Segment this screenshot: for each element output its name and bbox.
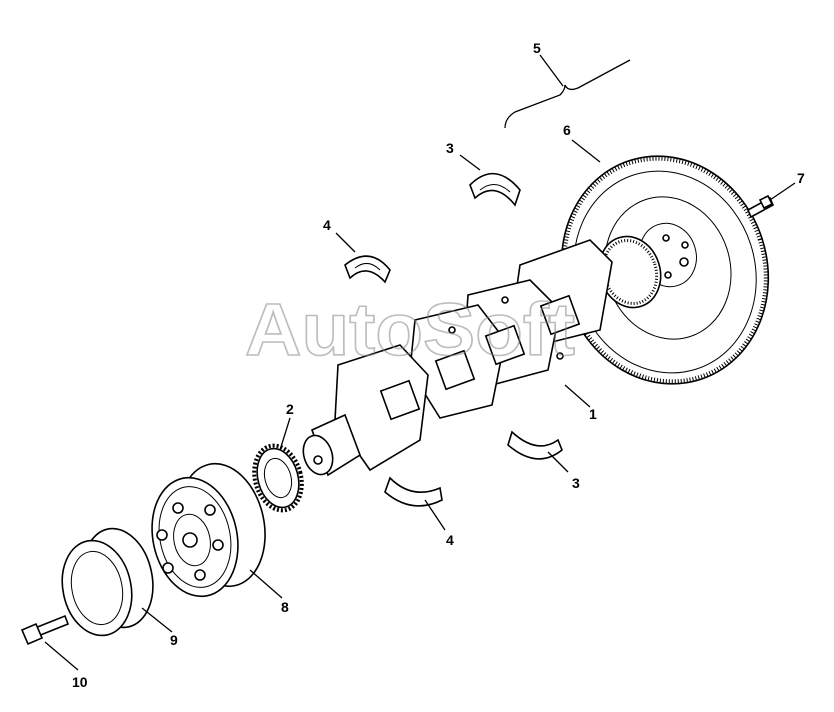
callout-2: 2 (286, 401, 294, 417)
watermark-text: AutoSoft (245, 288, 575, 371)
callout-7: 7 (797, 170, 805, 186)
callout-9: 9 (170, 632, 178, 648)
callout-1: 1 (589, 406, 597, 422)
callout-6: 6 (563, 122, 571, 138)
callout-3-lower: 3 (572, 475, 580, 491)
pulley-bolt (20, 614, 70, 646)
brace-5 (504, 59, 631, 129)
bearing-shell-upper-4 (344, 255, 391, 284)
damper-pulley (151, 462, 266, 598)
bearing-shell-upper-3 (469, 172, 521, 207)
flywheel-bolt (746, 194, 775, 219)
crankshaft (302, 235, 662, 477)
callout-4-lower: 4 (446, 532, 454, 548)
callout-5: 5 (533, 40, 541, 56)
trigger-wheel (252, 443, 304, 513)
callout-4-upper: 4 (323, 217, 331, 233)
bearing-shell-lower-3 (507, 430, 563, 460)
callout-3-upper: 3 (446, 140, 454, 156)
callout-8: 8 (281, 599, 289, 615)
leader-lines (44, 54, 796, 671)
callout-10: 10 (72, 674, 88, 690)
accessory-pulley (61, 527, 154, 637)
bearing-shell-lower-4 (384, 476, 443, 507)
